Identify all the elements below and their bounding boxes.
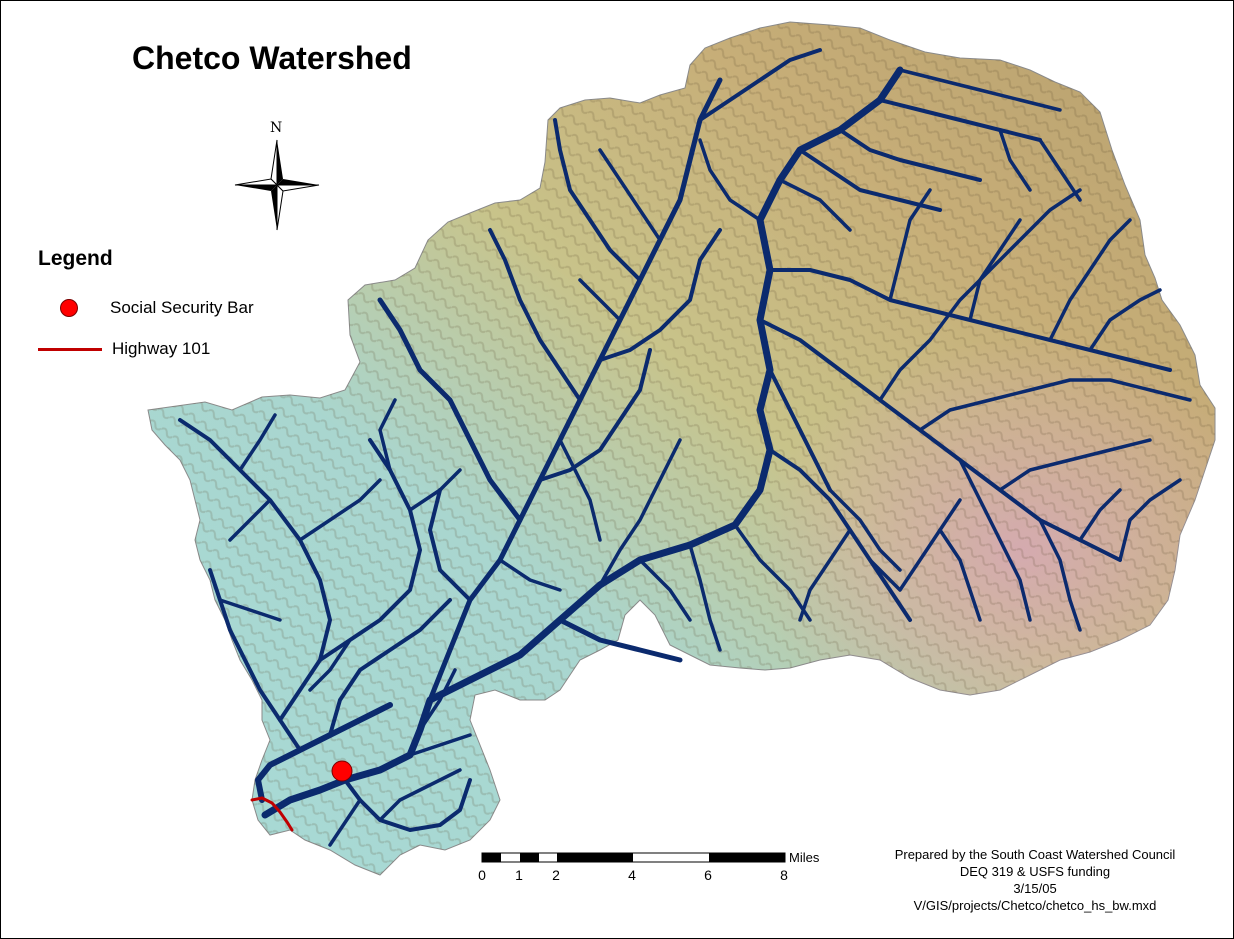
scale-tick-label: 4 bbox=[628, 867, 636, 883]
hillshade-texture bbox=[148, 22, 1215, 875]
scale-unit: Miles bbox=[789, 850, 820, 865]
scale-tick-label: 2 bbox=[552, 867, 560, 883]
social-security-bar-marker[interactable] bbox=[331, 760, 353, 782]
legend-item-social-security-bar: Social Security Bar bbox=[38, 296, 254, 320]
red-dot-icon bbox=[60, 299, 78, 317]
credit-line: 3/15/05 bbox=[1013, 881, 1057, 896]
highway-101 bbox=[250, 796, 294, 832]
legend-label: Social Security Bar bbox=[110, 298, 254, 317]
legend-title: Legend bbox=[38, 247, 113, 270]
north-label: N bbox=[270, 120, 283, 136]
stream-network bbox=[178, 48, 1192, 847]
north-arrow-icon bbox=[234, 139, 320, 231]
map-title: Chetco Watershed bbox=[132, 40, 412, 76]
legend-label: Highway 101 bbox=[112, 339, 211, 358]
scale-tick-label: 0 bbox=[478, 867, 486, 883]
scale-tick-label: 8 bbox=[780, 867, 788, 883]
scale-tick-label: 1 bbox=[515, 867, 523, 883]
credit-line: DEQ 319 & USFS funding bbox=[959, 864, 1111, 879]
scale-tick-label: 6 bbox=[704, 867, 712, 883]
red-line-icon bbox=[38, 347, 102, 351]
scale-bar bbox=[481, 852, 786, 863]
credit-line: Prepared by the South Coast Watershed Co… bbox=[894, 847, 1176, 862]
credit-line: V/GIS/projects/Chetco/chetco_hs_bw.mxd bbox=[913, 898, 1157, 913]
legend-item-highway-101: Highway 101 bbox=[38, 337, 210, 361]
